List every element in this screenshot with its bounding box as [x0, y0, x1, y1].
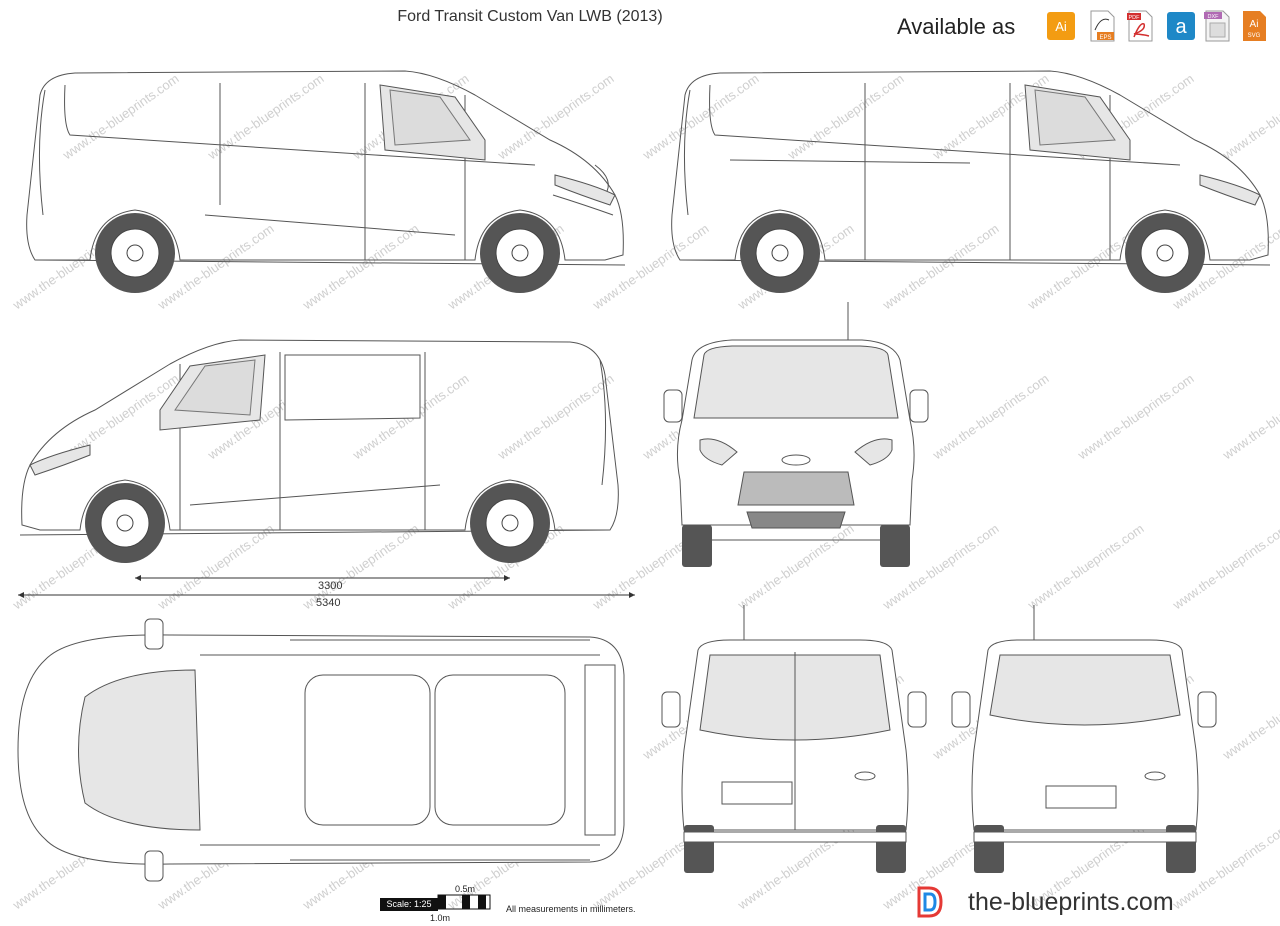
watermark-text: www.the-blueprints.com — [1075, 370, 1197, 463]
archicad-format-icon[interactable]: a — [1166, 10, 1196, 42]
svg-text:EPS: EPS — [1099, 35, 1111, 41]
svg-text:DXF: DXF — [1208, 14, 1220, 20]
side-view-right-variant — [660, 65, 1275, 293]
dimension-lines — [18, 575, 635, 598]
rear-view-barn-doors — [660, 600, 930, 873]
page-title: Ford Transit Custom Van LWB (2013) — [397, 8, 663, 25]
blueprints-logo-icon — [917, 886, 943, 918]
pdf-format-icon[interactable]: PDF — [1125, 10, 1155, 42]
dxf-format-icon[interactable]: DXF — [1202, 10, 1232, 42]
top-view — [10, 615, 640, 885]
watermark-text: www.the-blueprints.com — [1170, 520, 1280, 613]
eps-format-icon[interactable]: EPS — [1087, 10, 1117, 42]
watermark-text: www.the-blueprints.com — [1025, 520, 1147, 613]
scale-half-label: 0.5m — [455, 884, 476, 894]
watermark-text: www.the-blueprints.com — [1220, 670, 1280, 763]
wheelbase-dimension: 3300 — [318, 580, 343, 592]
rear-view-tailgate — [950, 600, 1220, 873]
measurements-note: All measurements in millimeters. — [506, 904, 636, 914]
svg-text:Ai: Ai — [1250, 19, 1259, 30]
watermark-text: www.the-blueprints.com — [1220, 370, 1280, 463]
side-view-left — [15, 300, 630, 563]
available-as-label: Available as — [897, 14, 1016, 39]
svg-text:SVG: SVG — [1248, 33, 1261, 39]
watermark-text: www.the-blueprints.com — [930, 370, 1052, 463]
svg-text:a: a — [1175, 16, 1187, 38]
svg-text:PDF: PDF — [1129, 15, 1141, 21]
scale-ratio-label: Scale: 1:25 — [380, 898, 438, 911]
front-view — [662, 300, 930, 567]
side-view-right-left — [15, 65, 630, 293]
svg-text:Ai: Ai — [1055, 19, 1067, 34]
ai-format-icon[interactable]: Ai — [1046, 10, 1076, 42]
scale-full-label: 1.0m — [430, 913, 451, 923]
length-dimension: 5340 — [316, 597, 341, 609]
brand-name[interactable]: the-blueprints.com — [968, 888, 1174, 916]
scale-bar — [376, 893, 496, 915]
